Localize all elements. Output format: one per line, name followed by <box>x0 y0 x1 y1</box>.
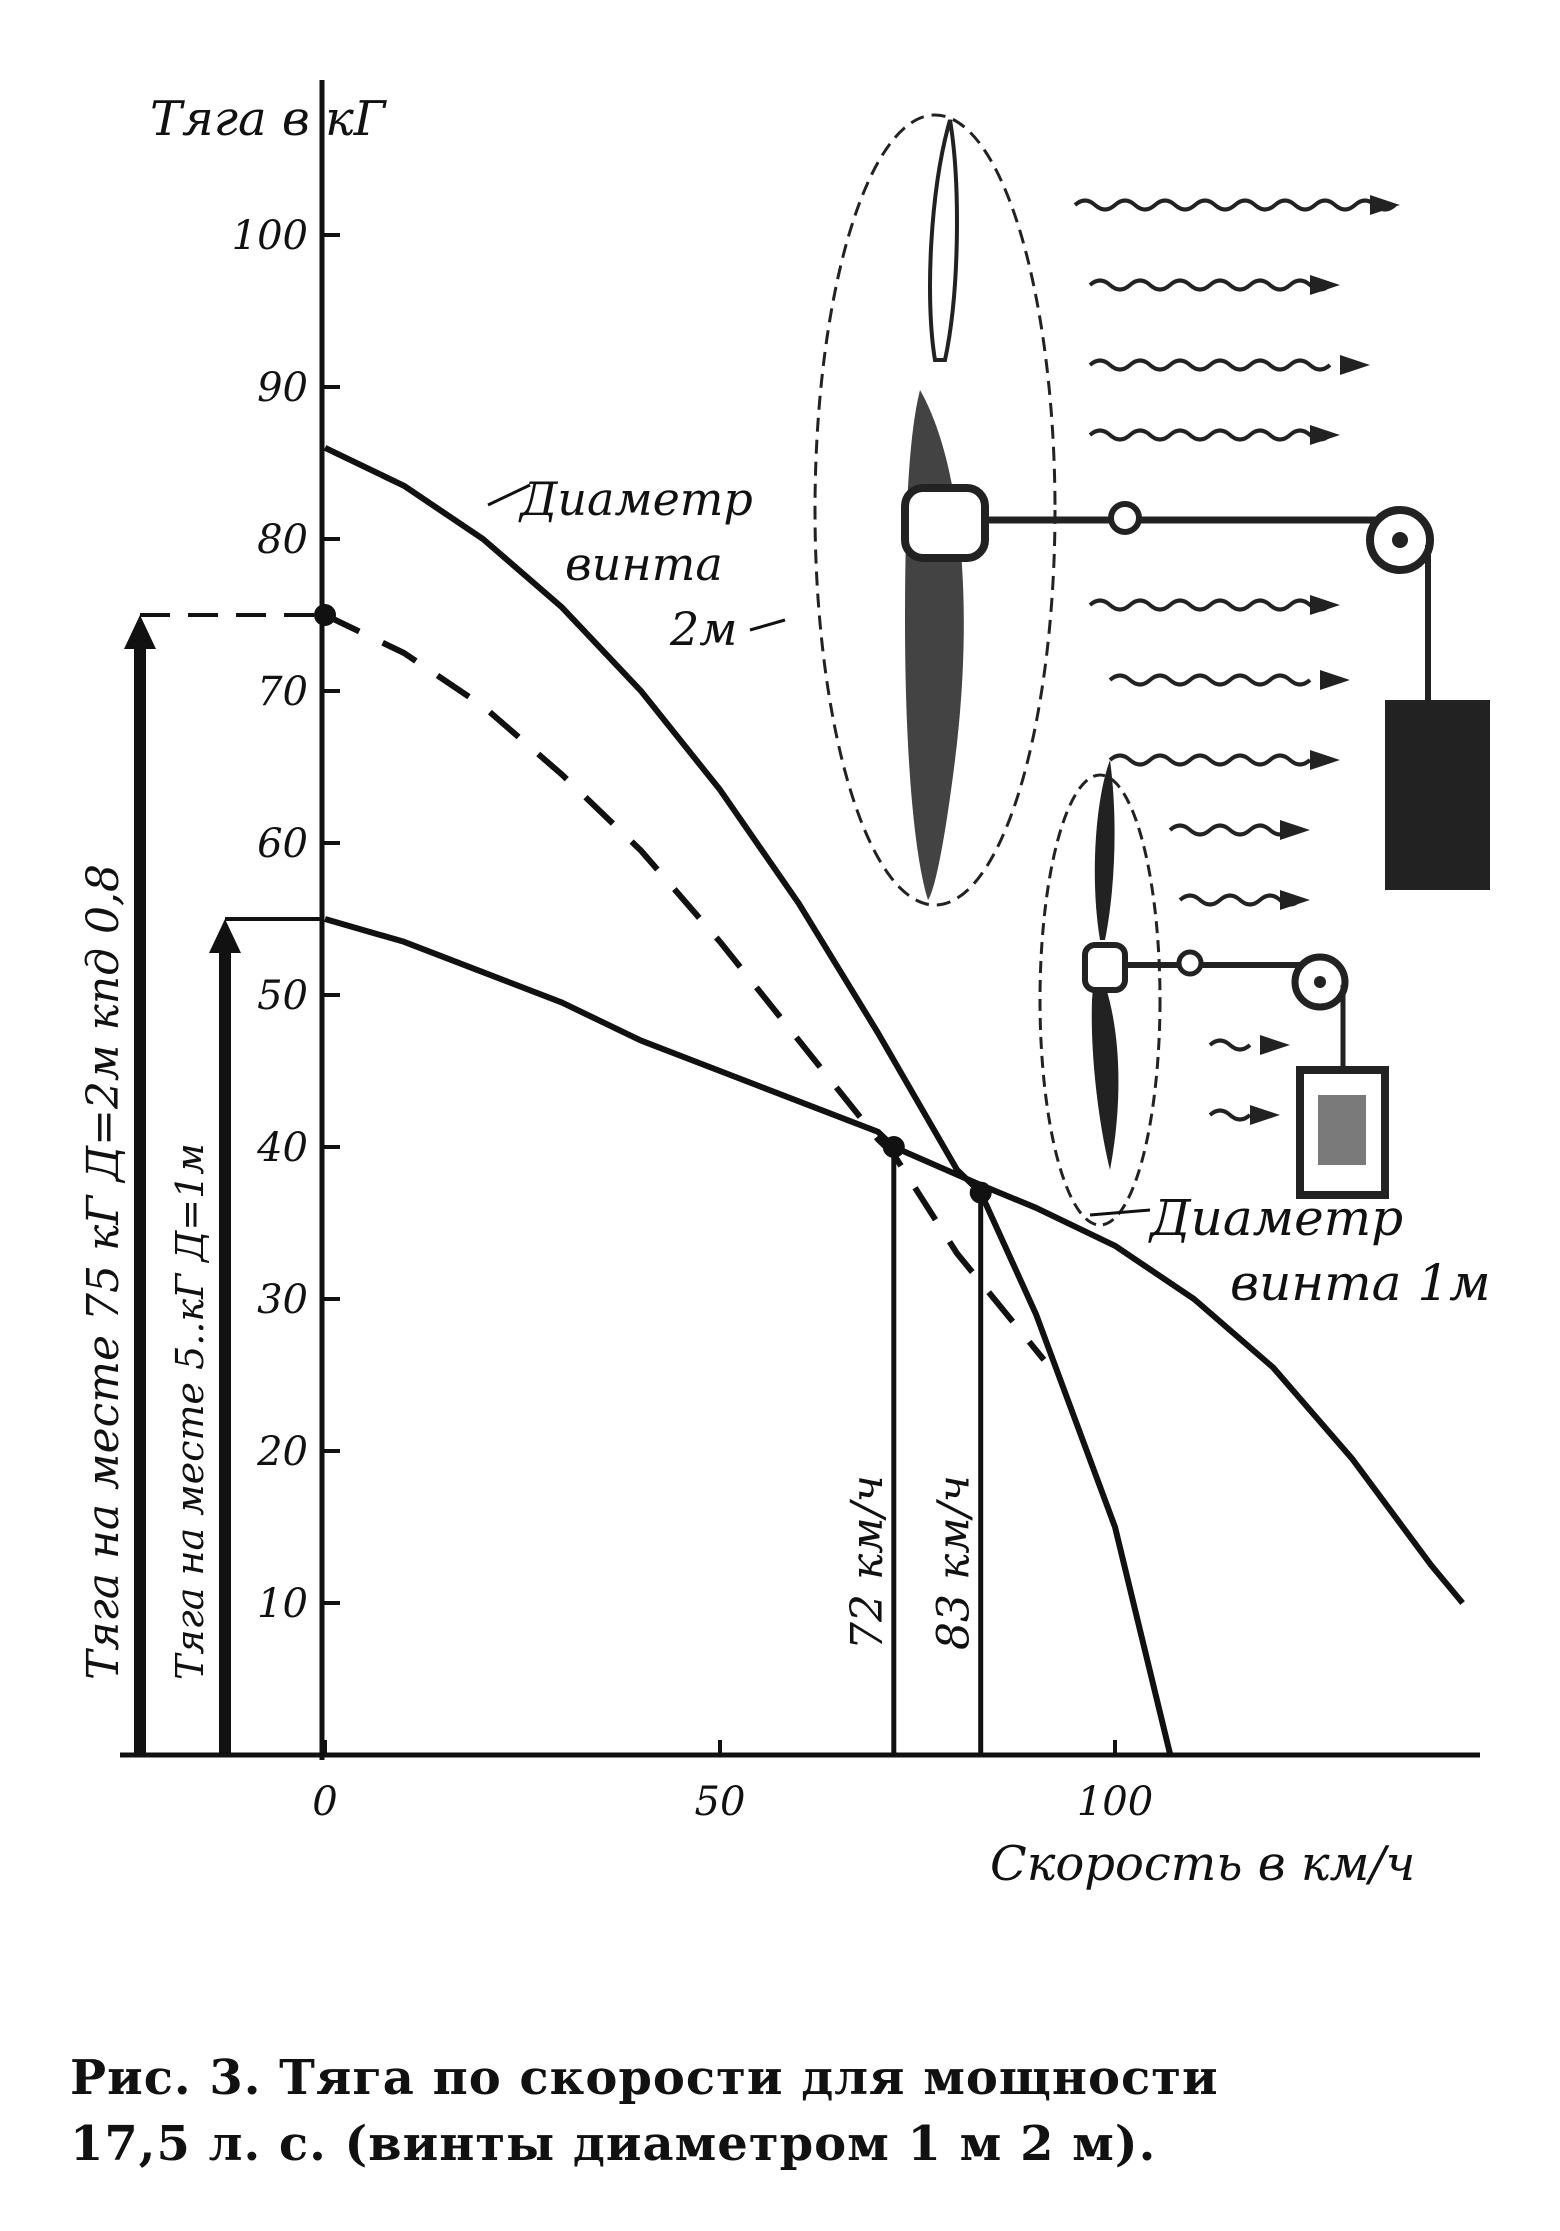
airflow-arrowhead <box>1320 670 1350 690</box>
annotation-2m-line2: винта <box>565 537 723 591</box>
x-tick-label: 100 <box>1077 1779 1153 1825</box>
airflow-wave <box>1088 598 1332 612</box>
airflow-arrowhead <box>1310 750 1340 770</box>
series-line-2 <box>323 612 1047 1362</box>
airflow-arrows <box>1073 195 1400 1125</box>
airflow-arrowhead <box>1280 820 1310 840</box>
intersection-points <box>314 604 992 1204</box>
y-tick-label: 40 <box>256 1125 308 1171</box>
airflow-wave <box>1208 1108 1252 1122</box>
annotation-2m: Диаметр винта 2м <box>487 472 786 656</box>
x-tick-label: 50 <box>695 1779 746 1825</box>
propeller-2m-illustration <box>813 113 1490 907</box>
airflow-wave <box>1108 753 1312 767</box>
y-tick-label: 50 <box>257 973 308 1019</box>
airflow-arrowhead <box>1340 355 1370 375</box>
thrust-speed-chart: Тяга в кГ Скорость в км/ч 10 20 30 40 50 60 70… <box>78 80 1491 1892</box>
series-line-1 <box>323 445 1174 1756</box>
airflow-wave <box>1088 358 1332 372</box>
airflow-arrowhead <box>1310 275 1340 295</box>
y-tick-group: 10 20 30 40 50 60 70 80 90 100 <box>232 213 340 1627</box>
y-tick-label: 30 <box>257 1277 308 1323</box>
y-tick-label: 60 <box>257 821 308 867</box>
annotation-2m-line1: Диаметр <box>518 472 753 526</box>
caption-line-1: Рис. 3. Тяга по скорости для мощности <box>70 2050 1219 2106</box>
annotation-1m-line2: винта 1м <box>1230 1254 1491 1312</box>
y-tick-label: 80 <box>257 517 308 563</box>
airflow-arrowhead <box>1310 595 1340 615</box>
y-tick-label: 10 <box>257 1581 308 1627</box>
thrust-arrow-head <box>124 615 156 649</box>
intersection-point <box>882 1136 905 1158</box>
airflow-arrowhead <box>1250 1105 1280 1125</box>
propeller-1m-illustration <box>1038 760 1389 1227</box>
y-tick-label: 70 <box>257 669 308 715</box>
x-axis-title: Скорость в км/ч <box>990 1836 1415 1892</box>
x-tick-group: 0 50 100 <box>312 1740 1153 1825</box>
airflow-arrowhead <box>1370 195 1400 215</box>
airflow-wave <box>1168 823 1292 837</box>
static-thrust-point <box>314 604 336 626</box>
airflow-wave <box>1108 673 1312 687</box>
x-tick-label: 0 <box>312 1779 337 1825</box>
caption-line-2: 17,5 л. с. (винты диаметром 1 м 2 м). <box>70 2116 1157 2172</box>
figure-caption: Рис. 3. Тяга по скорости для мощности 17… <box>70 2045 1510 2177</box>
annotation-1m: Диаметр винта 1м <box>1089 1189 1491 1312</box>
airflow-wave <box>1208 1038 1252 1052</box>
thrust-arrow-head <box>209 919 241 953</box>
static-thrust-arrows: Тяга на месте 75 кГ Д=2м кпд 0,8 Тяга на … <box>78 613 322 1755</box>
annotation-1m-line1: Диаметр <box>1148 1189 1403 1247</box>
thrust-arrow-label: Тяга на месте 75 кГ Д=2м кпд 0,8 <box>78 864 129 1680</box>
annotation-2m-line3: 2м <box>669 602 737 656</box>
y-tick-label: 20 <box>256 1429 308 1475</box>
speed-marker-lines: 72 км/ч 83 км/ч <box>842 1147 984 1755</box>
airflow-wave <box>1073 198 1397 212</box>
y-tick-label: 100 <box>232 213 308 259</box>
y-tick-label: 90 <box>257 365 308 411</box>
airflow-wave <box>1088 278 1332 292</box>
airflow-arrowhead <box>1280 890 1310 910</box>
airflow-arrowhead <box>1260 1035 1290 1055</box>
airflow-arrowhead <box>1310 425 1340 445</box>
speed-marker-label: 72 км/ч <box>842 1475 893 1650</box>
y-axis-title: Тяга в кГ <box>150 91 388 147</box>
intersection-point <box>969 1181 992 1204</box>
speed-marker-label: 83 км/ч <box>929 1475 980 1650</box>
airflow-wave <box>1088 428 1332 442</box>
thrust-arrow-label: Тяга на месте 5..кГ Д=1м <box>168 1143 212 1680</box>
